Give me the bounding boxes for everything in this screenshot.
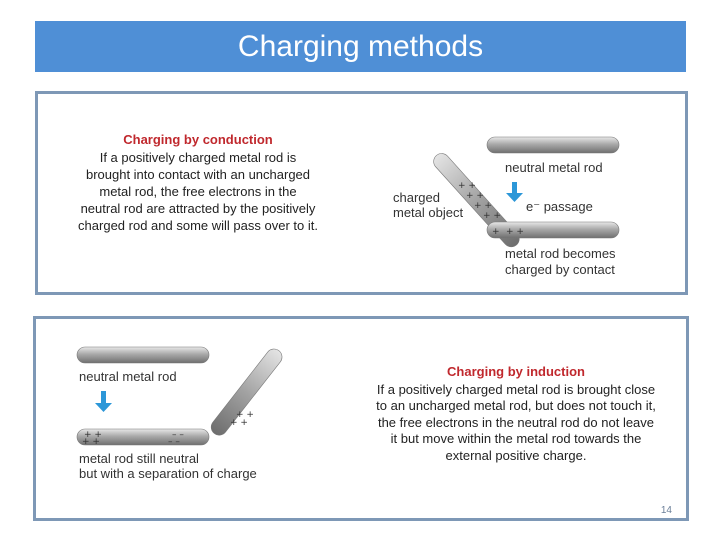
- conduction-heading: Charging by conduction: [123, 132, 273, 147]
- svg-text:+ +: + +: [506, 227, 524, 237]
- svg-text:– –: – –: [168, 437, 180, 447]
- conduction-panel: Charging by conduction If a positively c…: [35, 91, 688, 295]
- induction-body: If a positively charged metal rod is bro…: [376, 381, 656, 463]
- svg-text:+ +: + +: [84, 430, 102, 440]
- conduction-text-block: Charging by conduction If a positively c…: [78, 131, 318, 234]
- neutral-rod-top: [486, 136, 620, 154]
- induction-panel: neutral metal rod + + + + – – – – + + + …: [33, 316, 689, 521]
- label-charged-2: metal object: [393, 205, 463, 220]
- svg-text:– –: – –: [172, 430, 184, 440]
- conduction-figure: neutral metal rod + + + + + + + + charge…: [393, 136, 620, 277]
- induction-figure: neutral metal rod + + + + – – – – + + + …: [76, 346, 283, 481]
- conduction-body: If a positively charged metal rod is bro…: [78, 150, 318, 233]
- svg-text:+ +: + +: [82, 437, 100, 447]
- neutral-rod-bottom: [76, 428, 210, 446]
- svg-text:+ +: + +: [474, 201, 492, 211]
- slide-number: 14: [660, 505, 672, 516]
- neutral-rod-top: [76, 346, 210, 364]
- slide-title: Charging methods: [237, 29, 484, 63]
- label-result-1: metal rod still neutral: [79, 451, 199, 466]
- svg-text:+ +: + +: [230, 418, 248, 428]
- label-result-1: metal rod becomes: [505, 246, 616, 261]
- label-charged-1: charged: [393, 190, 440, 205]
- down-arrow-icon: [506, 182, 523, 202]
- label-neutral-rod: neutral metal rod: [505, 160, 603, 175]
- charged-rod-bottom: [486, 221, 620, 239]
- svg-text:+ +: + +: [236, 410, 254, 420]
- label-result-2: charged by contact: [505, 262, 615, 277]
- charged-rod-diagonal: [210, 348, 283, 436]
- title-bar: Charging methods: [35, 21, 686, 72]
- label-neutral-rod: neutral metal rod: [79, 369, 177, 384]
- induction-text-block: Charging by induction If a positively ch…: [376, 364, 656, 464]
- svg-text:+: +: [492, 227, 500, 237]
- induction-heading: Charging by induction: [447, 364, 585, 379]
- svg-text:+ +: + +: [466, 191, 484, 201]
- down-arrow-icon: [95, 391, 112, 412]
- svg-text:+ +: + +: [458, 181, 476, 191]
- svg-text:+ +: + +: [483, 211, 501, 221]
- label-e-passage: e⁻ passage: [526, 199, 593, 214]
- label-result-2: but with a separation of charge: [79, 466, 257, 481]
